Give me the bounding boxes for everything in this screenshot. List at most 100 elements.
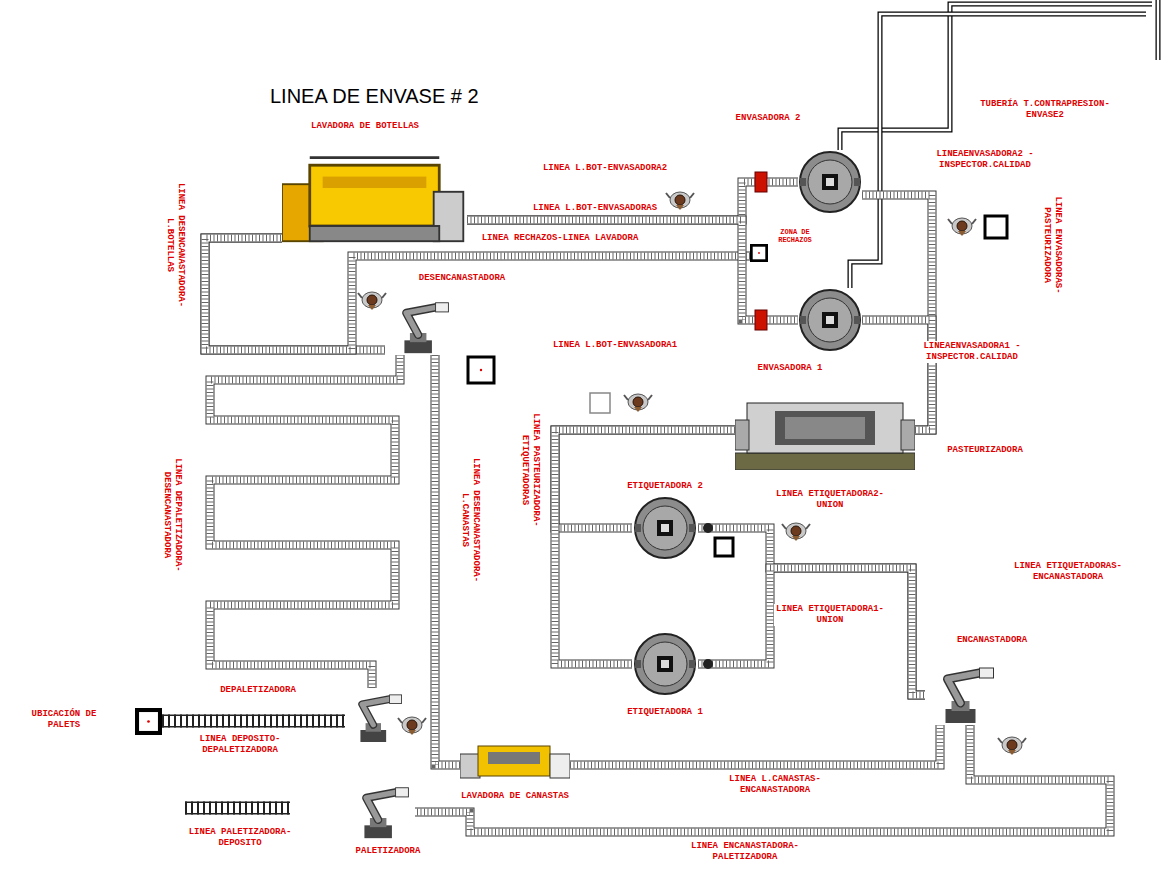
robot-arm-part (362, 699, 389, 725)
pasteurizer-part (901, 420, 915, 450)
rotary-machine-part (643, 506, 687, 550)
machine-label: ETIQUETADORA 1 (626, 707, 704, 718)
rotary-machine-part (826, 178, 834, 186)
rotary-machine-part (635, 524, 641, 532)
crate-washer-part (550, 754, 570, 778)
conveyor-stroke (467, 182, 798, 220)
conveyor-stroke (698, 528, 925, 695)
conveyor-stroke (467, 220, 798, 320)
machine-label: UBICACIÓN DE PALETS (27, 709, 101, 731)
line-label: LINEA L.CANASTAS-ENCANASTADORA (707, 774, 844, 796)
conveyor-line (555, 430, 735, 664)
robot-arm-part (366, 792, 395, 820)
rotary-machine-part (661, 524, 669, 532)
conveyor-stroke (467, 182, 798, 220)
line-label: LINEAENVASADORA1 -INSPECTOR.CALIDAD (919, 341, 1026, 363)
robot-arm-part (980, 668, 994, 678)
rotary-machine-part (689, 660, 695, 668)
marker-square-part (468, 357, 494, 383)
bottle-washer-part (310, 226, 440, 241)
conveyor-stroke (210, 355, 400, 688)
machine-label: LAVADORA DE CANASTAS (460, 791, 570, 802)
bottle-washer (282, 150, 467, 245)
pressure-pipe (840, 0, 1158, 288)
machine-node: ENVASADORA 1 (798, 288, 862, 352)
bottle-washer-part (310, 156, 440, 159)
robot-arm-part (362, 699, 389, 725)
bottle-washer-part (323, 177, 427, 188)
pasteurizer-part (735, 420, 749, 450)
deposit-rail-part (185, 802, 290, 815)
pasteurizer-part (775, 411, 875, 445)
marker-square-part (480, 369, 482, 371)
robot-arm (345, 688, 405, 748)
rotary-machine-part (854, 316, 860, 324)
machine-label: ENVASADORA 2 (735, 113, 802, 124)
rotary-machine-part (800, 290, 860, 350)
conveyor-stroke (862, 195, 932, 430)
machine-node: ZONA DE RECHAZOS (750, 244, 768, 262)
machine-node: DESENCANASTADORA (385, 300, 455, 355)
robot-arm-part (948, 673, 980, 703)
pressure-pipe-part (840, 4, 1152, 150)
conveyor-stroke (570, 725, 940, 765)
deposit-rail (185, 808, 290, 809)
machine-node: ETIQUETADORA 2 (632, 496, 698, 560)
line-label: LINEAENVASADORA2 -INSPECTOR.CALIDAD (932, 149, 1039, 171)
conveyor-stroke (862, 195, 932, 430)
diagram-title: LINEA DE ENVASE # 2 (270, 84, 479, 108)
rotary-machine-part (808, 298, 852, 342)
machine-label: ETIQUETADORA 2 (626, 481, 704, 492)
conveyor-stroke (205, 238, 750, 350)
line-label: LINEA PALETIZADORA-DEPOSITO (179, 827, 301, 849)
rotary-machine-part (635, 660, 641, 668)
rotary-machine-part (661, 660, 669, 668)
area-marker-part (137, 710, 160, 733)
line-label: LINEA DEPOSITO-DEPALETIZADORA (174, 734, 306, 756)
conveyor-details-part (755, 310, 767, 330)
pressure-pipe-part (1157, 0, 1160, 60)
operator-icons (358, 192, 1026, 755)
conveyor-line (862, 195, 932, 430)
line-label: LINEA ETIQUETADORAS-ENCANASTADORA (991, 561, 1145, 583)
robot-arm-part (946, 709, 976, 723)
robot-arm-part (436, 303, 449, 312)
rotary-machine-part (635, 498, 695, 558)
machine-label: DESENCANASTADORA (418, 273, 506, 284)
conveyor-stroke (435, 355, 460, 765)
conveyor-line (570, 725, 940, 765)
operator-icons-part (358, 292, 386, 310)
crate-washer (460, 740, 570, 782)
conveyor-stroke (555, 430, 735, 664)
line-label: LINEA L.BOT-ENVASADORA2 (542, 163, 668, 174)
line-label: LINEA DESENCANASTADORA-L.BOTELLAS (164, 168, 186, 322)
robot-arm-part (396, 788, 409, 797)
conveyor-stroke (210, 355, 400, 688)
machine-node: DEPALETIZADORA (345, 688, 405, 748)
operator-icons-part (948, 218, 976, 236)
pressure-pipe-part (850, 14, 1146, 288)
conveyor-stroke (467, 220, 798, 320)
conveyor-stroke (162, 716, 345, 726)
area-marker (135, 708, 162, 735)
line-label: LINEA DEPALETIZADORA-DESENCANASTADORA (161, 424, 183, 606)
conveyor-line (467, 220, 798, 320)
conveyor-line (415, 725, 1110, 832)
rotary-machine-part (657, 656, 673, 672)
area-marker-part (758, 252, 760, 254)
rotary-machine-part (822, 174, 838, 190)
pasteurizer-part (747, 403, 903, 453)
conveyor-line (467, 182, 798, 220)
robot-arm (925, 665, 1000, 725)
robot-arm (345, 785, 415, 840)
conveyor-stroke (862, 195, 932, 430)
rotary-machine-part (800, 316, 806, 324)
line-label: LINEA PASTEURIZADORA-ETIQUETADORAS (519, 389, 541, 551)
rotary-machine-part (643, 642, 687, 686)
conveyor-line (205, 238, 750, 350)
machine-node: PALETIZADORA (345, 785, 415, 840)
machine-node: ETIQUETADORA 1 (632, 632, 698, 696)
conveyor-stroke (570, 725, 940, 765)
conveyor-stroke (698, 528, 925, 695)
